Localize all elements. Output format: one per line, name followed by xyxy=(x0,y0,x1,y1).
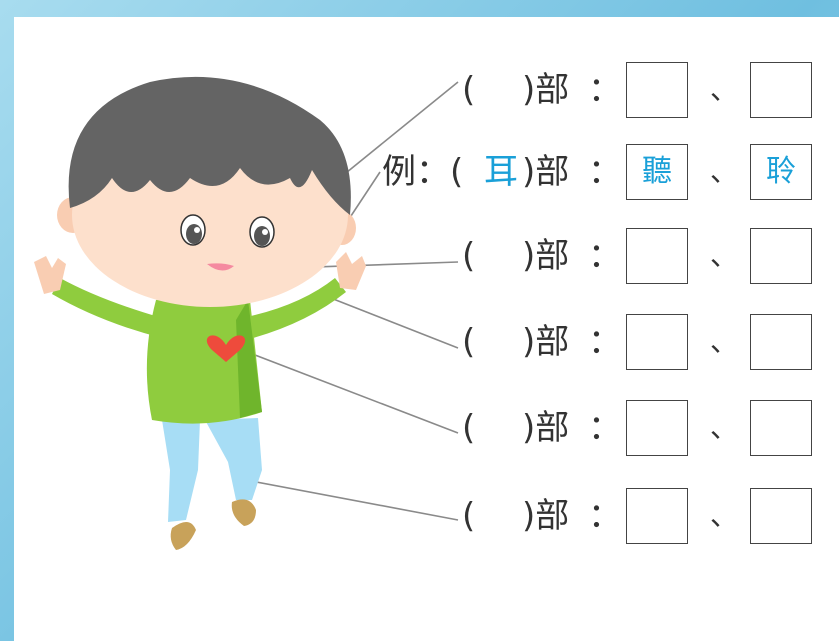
shirt xyxy=(146,293,262,424)
left-hand xyxy=(34,256,66,294)
example-radical: 耳 xyxy=(484,152,518,192)
separator: 、 xyxy=(710,155,739,188)
leader-line-heart xyxy=(241,349,459,434)
answer-box-2[interactable] xyxy=(750,314,812,370)
answer-box-2[interactable] xyxy=(750,488,812,544)
answer-box-1[interactable] xyxy=(626,488,688,544)
answer-box-2[interactable] xyxy=(750,400,812,456)
open-paren: ( xyxy=(462,408,476,448)
separator: 、 xyxy=(710,325,739,358)
answer-box-1[interactable] xyxy=(626,400,688,456)
colon: ： xyxy=(588,496,622,536)
open-paren: ( xyxy=(462,236,476,276)
separator: 、 xyxy=(710,411,739,444)
example-box-1: 聽 xyxy=(626,144,688,200)
eyes xyxy=(180,214,275,248)
mouth xyxy=(207,263,234,271)
hair xyxy=(68,76,351,215)
answer-box-2[interactable] xyxy=(750,228,812,284)
colon: ： xyxy=(588,236,622,276)
separator: 、 xyxy=(710,499,739,532)
radical-suffix: )部 xyxy=(522,408,570,448)
heart-icon xyxy=(206,335,246,362)
leader-line-foot xyxy=(245,479,459,521)
colon: ： xyxy=(588,322,622,362)
colon: ： xyxy=(588,152,622,192)
leader-line-hand xyxy=(317,292,459,349)
legs xyxy=(162,418,262,550)
answer-box-1[interactable] xyxy=(626,228,688,284)
answer-box-2[interactable] xyxy=(750,62,812,118)
radical-suffix: )部 xyxy=(522,70,570,110)
colon: ： xyxy=(588,408,622,448)
answer-box-1[interactable] xyxy=(626,62,688,118)
right-hand xyxy=(336,252,366,290)
separator: 、 xyxy=(710,73,739,106)
open-paren: ( xyxy=(462,322,476,362)
head xyxy=(57,76,356,307)
separator: 、 xyxy=(710,239,739,272)
open-paren: ( xyxy=(462,70,476,110)
example-box-2: 聆 xyxy=(750,144,812,200)
radical-suffix: )部 xyxy=(522,236,570,276)
arms xyxy=(34,252,366,340)
colon: ： xyxy=(588,70,622,110)
radical-suffix: )部 xyxy=(522,322,570,362)
answer-box-1[interactable] xyxy=(626,314,688,370)
open-paren: ( xyxy=(462,496,476,536)
radical-suffix: )部 xyxy=(522,496,570,536)
example-label: 例：( xyxy=(382,152,464,192)
example-suffix: )部 xyxy=(522,152,570,192)
